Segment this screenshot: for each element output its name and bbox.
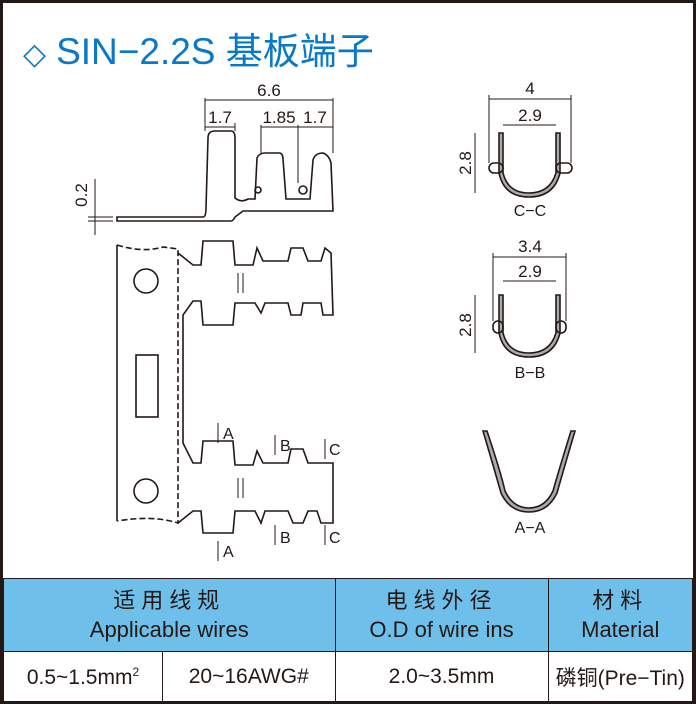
cc-label: C−C — [514, 203, 546, 220]
header-en: Applicable wires — [89, 617, 249, 642]
section-mark-b-top: B — [280, 438, 291, 455]
cell-mm2: 0.5~1.5mm2 — [3, 651, 163, 701]
aa-label: A−A — [515, 520, 546, 537]
page-title: ◇ SIN−2.2S 基板端子 — [23, 21, 374, 75]
section-mark-c-bottom: C — [329, 530, 341, 547]
title-text: SIN−2.2S 基板端子 — [56, 31, 374, 72]
cc-outer-width: 4 — [525, 79, 534, 98]
cc-inner-width: 2.9 — [518, 106, 542, 125]
header-cn: 电线外径 — [385, 588, 498, 613]
dim-overall: 6.6 — [257, 81, 281, 100]
table-header-row: 适用线规 Applicable wires 电线外径 O.D of wire i… — [3, 578, 693, 652]
header-en: O.D of wire ins — [369, 617, 514, 642]
section-cc — [474, 95, 573, 198]
section-mark-a-top: A — [223, 426, 234, 443]
cell-od: 2.0~3.5mm — [334, 651, 549, 701]
mm2-value: 0.5~1.5mm — [26, 665, 133, 689]
header-cn: 适用线规 — [113, 588, 226, 613]
bb-height: 2.8 — [456, 313, 475, 337]
top-view — [116, 240, 334, 561]
header-material: 材料 Material — [547, 578, 693, 652]
header-od: 电线外径 O.D of wire ins — [334, 578, 549, 652]
cell-awg: 20~16AWG# — [162, 651, 336, 701]
dim-1: 1.7 — [208, 108, 232, 127]
dim-3: 1.7 — [303, 108, 327, 127]
section-mark-b-bottom: B — [280, 530, 291, 547]
section-mark-a-bottom: A — [223, 544, 234, 561]
bb-inner-width: 2.9 — [518, 262, 542, 281]
header-applicable-wires: 适用线规 Applicable wires — [3, 578, 336, 652]
header-en: Material — [581, 617, 660, 642]
section-mark-c-top: C — [329, 442, 341, 459]
section-bb — [474, 253, 567, 358]
dim-2: 1.85 — [262, 108, 295, 127]
side-view — [88, 98, 334, 235]
cc-height: 2.8 — [456, 151, 475, 175]
table-row: 0.5~1.5mm2 20~16AWG# 2.0~3.5mm 磷铜(Pre−Ti… — [3, 651, 693, 701]
section-aa — [481, 430, 577, 513]
header-cn: 材料 — [592, 588, 649, 613]
cell-material: 磷铜(Pre−Tin) — [547, 651, 693, 701]
bb-outer-width: 3.4 — [518, 237, 542, 256]
spec-table: 适用线规 Applicable wires 电线外径 O.D of wire i… — [3, 578, 693, 701]
dim-thickness: 0.2 — [72, 183, 91, 207]
bb-label: B−B — [515, 365, 546, 382]
diamond-outline-icon: ◇ — [23, 38, 47, 71]
terminal-drawing: 6.6 1.7 1.85 1.7 0.2 A A B B C C — [72, 79, 577, 561]
mm2-superscript: 2 — [132, 664, 140, 679]
